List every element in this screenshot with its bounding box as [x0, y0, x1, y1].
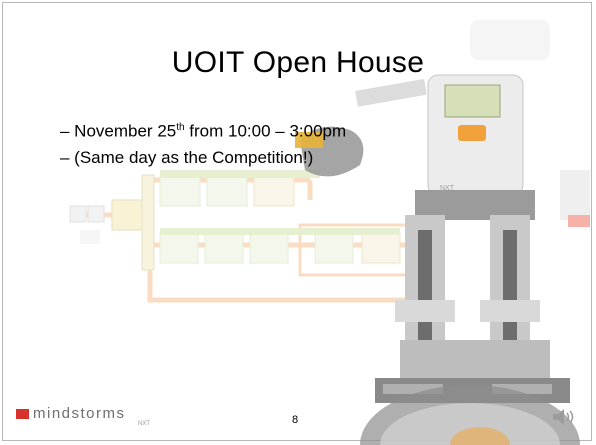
nxt-program-blocks-illustration — [69, 170, 425, 303]
svg-text:NXT: NXT — [440, 185, 455, 192]
bullet-list: – November 25th from 10:00 – 3:00pm – (S… — [60, 115, 346, 171]
bullet-competition: – (Same day as the Competition!) — [60, 147, 314, 167]
bullet-date: – November 25th from 10:00 – 3:00pm — [60, 115, 346, 145]
brand-subtext: NXT — [138, 421, 150, 427]
mindstorms-logo: mindstorms — [16, 405, 126, 422]
page-number: 8 — [292, 414, 299, 426]
nxt-robot-illustration: NXT — [295, 20, 590, 445]
bullet-date-ordinal: th — [176, 122, 185, 133]
bullet-date-prefix: – November 25 — [60, 121, 177, 141]
bullet-date-suffix: from 10:00 – 3:00pm — [184, 121, 347, 141]
mindstorms-logo-icon — [16, 409, 29, 419]
slide-frame — [2, 2, 592, 441]
speaker-icon[interactable] — [551, 406, 575, 428]
brand-text: mindstorms — [33, 405, 126, 422]
slide-title: UOIT Open House — [171, 46, 425, 79]
